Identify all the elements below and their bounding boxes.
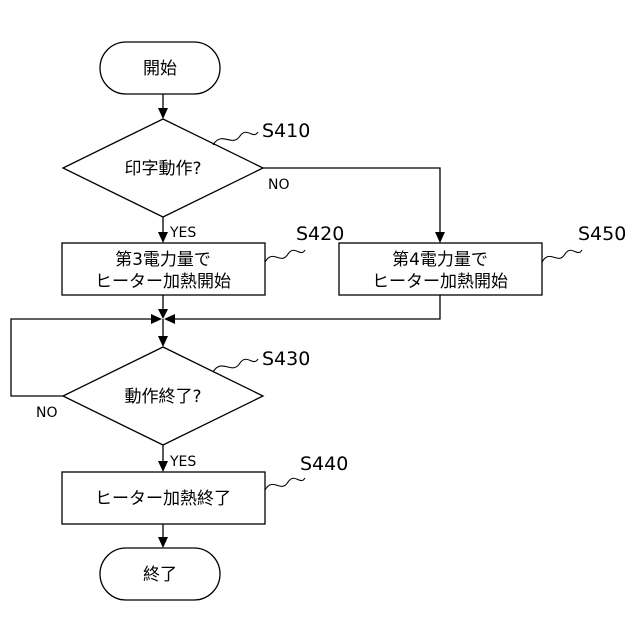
- s450-leader: [542, 250, 582, 262]
- fourth-power-line2: ヒーター加熱開始: [372, 272, 508, 292]
- arrowhead: [435, 232, 445, 243]
- arrowhead: [164, 314, 175, 324]
- arrowhead: [158, 108, 168, 119]
- arrowhead: [158, 461, 168, 472]
- connector-print-no: [263, 168, 440, 233]
- step-label-s420: S420: [296, 223, 344, 245]
- arrowhead: [158, 336, 168, 347]
- s430-leader: [213, 359, 258, 372]
- third-power-line1: 第3電力量で: [115, 250, 211, 270]
- s410-leader: [213, 132, 258, 145]
- operation-end-label: 動作終了?: [124, 387, 201, 407]
- start-label: 開始: [143, 59, 177, 79]
- s440-leader: [265, 478, 305, 490]
- arrowhead: [158, 309, 168, 319]
- end-label: 終了: [143, 565, 177, 585]
- arrowhead: [158, 232, 168, 243]
- arrowhead: [158, 537, 168, 548]
- fourth-power-line1: 第4電力量で: [392, 250, 488, 270]
- branch-label-end-yes: YES: [169, 454, 196, 470]
- arrowhead: [151, 314, 162, 324]
- step-label-s440: S440: [300, 453, 348, 475]
- third-power-line2: ヒーター加熱開始: [95, 272, 231, 292]
- branch-label-print-yes: YES: [169, 225, 196, 241]
- heater-end-label: ヒーター加熱終了: [95, 489, 231, 509]
- step-label-s430: S430: [262, 348, 310, 370]
- connector-right-to-merge: [174, 295, 440, 319]
- print-operation-label: 印字動作?: [124, 159, 201, 179]
- s420-leader: [265, 250, 305, 262]
- branch-label-end-no: NO: [36, 405, 58, 421]
- step-label-s410: S410: [262, 120, 310, 142]
- step-label-s450: S450: [578, 223, 626, 245]
- branch-label-print-no: NO: [268, 177, 290, 193]
